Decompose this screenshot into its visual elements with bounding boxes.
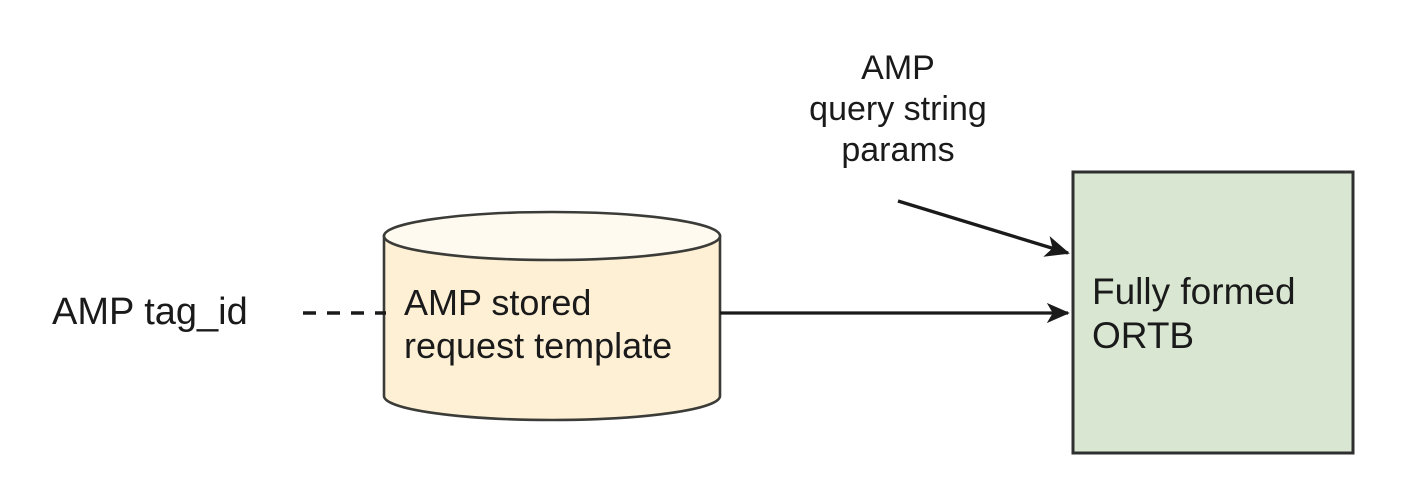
label-fully-formed-ortb: Fully formed ORTB (1092, 271, 1296, 357)
node-amp-stored-request-template[interactable] (382, 210, 722, 422)
node-fully-formed-ortb[interactable] (1071, 170, 1355, 455)
label-amp-stored-request-template: AMP stored request template (404, 282, 673, 367)
edge-params-to-ortb (897, 199, 1070, 257)
label-amp-query-string-params: AMP query string params (809, 49, 987, 169)
cylinder-top-ellipse (382, 210, 722, 262)
cylinder-body (382, 234, 722, 422)
label-amp-tag-id: AMP tag_id (52, 291, 248, 333)
